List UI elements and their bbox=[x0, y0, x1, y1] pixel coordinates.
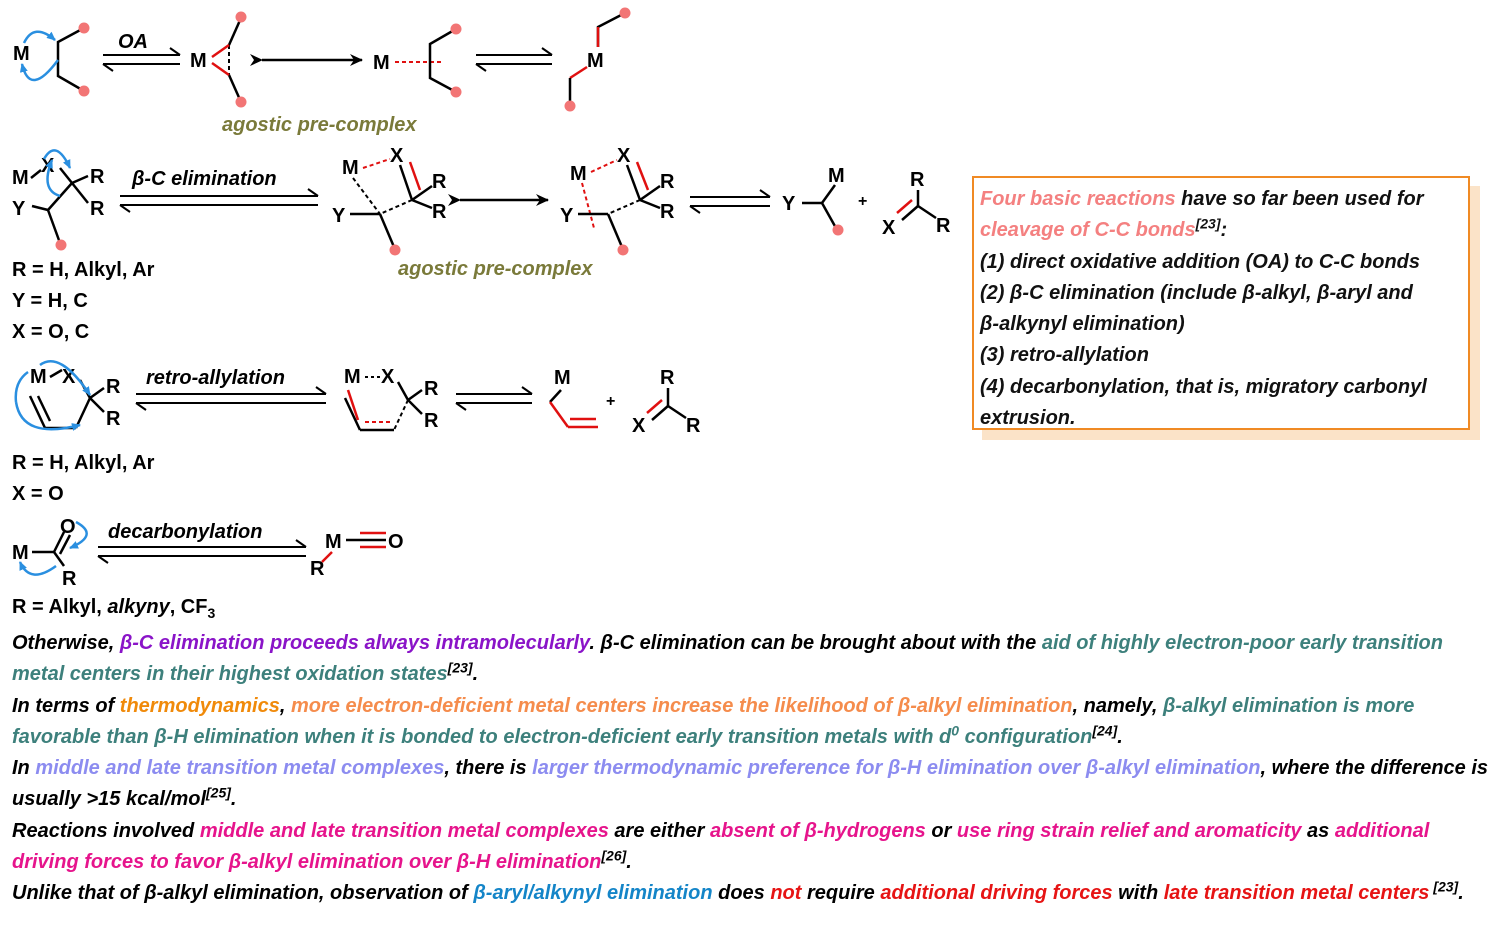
atom-r: R bbox=[660, 201, 675, 223]
r-group-line: X = O bbox=[12, 483, 64, 505]
atom-r: R bbox=[432, 201, 447, 223]
atom-x: X bbox=[882, 217, 896, 239]
r-group-line: R = H, Alkyl, Ar bbox=[12, 452, 155, 474]
summary-item: β-alkynyl elimination) bbox=[980, 313, 1185, 336]
plus-sign: + bbox=[858, 193, 867, 210]
atom-r: R bbox=[424, 410, 439, 432]
atom-r: R bbox=[910, 169, 925, 191]
electron-arrow bbox=[69, 520, 88, 550]
atom-m: M bbox=[373, 52, 390, 74]
notes-section: Otherwise, β-C elimination proceeds alwa… bbox=[12, 628, 1492, 910]
electron-arrow bbox=[14, 401, 81, 431]
atom-y: Y bbox=[782, 193, 796, 215]
note-paragraph: Reactions involved middle and late trans… bbox=[12, 819, 1430, 874]
atom-r: R bbox=[310, 558, 325, 580]
row-retro-allylation: M X R R retro-allylation M X R R bbox=[14, 360, 701, 437]
label-oa: OA bbox=[118, 31, 148, 53]
atom-m: M bbox=[828, 165, 845, 187]
electron-arrow bbox=[39, 360, 92, 396]
atom-m: M bbox=[325, 531, 342, 553]
atom-m: M bbox=[13, 43, 30, 65]
atom-x: X bbox=[390, 145, 404, 167]
electron-arrow bbox=[14, 370, 29, 403]
atom-m: M bbox=[12, 542, 29, 564]
atom-m: M bbox=[587, 50, 604, 72]
summary-item: (1) direct oxidative addition (OA) to C-… bbox=[980, 250, 1420, 273]
atom-m: M bbox=[30, 366, 47, 388]
atom-r: R bbox=[936, 215, 951, 237]
atom-x: X bbox=[617, 145, 631, 167]
note-paragraph: Unlike that of β-alkyl elimination, obse… bbox=[12, 878, 1464, 905]
atom-r: R bbox=[90, 198, 105, 220]
electron-arrow bbox=[18, 561, 57, 576]
atom-x: X bbox=[381, 366, 395, 388]
note-paragraph: In middle and late transition metal comp… bbox=[12, 757, 1489, 811]
summary-item: (3) retro-allylation bbox=[980, 344, 1149, 367]
atom-m: M bbox=[12, 167, 29, 189]
atom-y: Y bbox=[12, 198, 26, 220]
summary-item: (2) β-C elimination (include β-alkyl, β-… bbox=[980, 281, 1413, 304]
summary-line: Four basic reactions have so far been us… bbox=[980, 188, 1424, 210]
atom-x: X bbox=[632, 415, 646, 437]
summary-line: cleavage of C-C bonds[23]: bbox=[980, 215, 1228, 242]
atom-o: O bbox=[388, 531, 404, 553]
atom-y: Y bbox=[560, 205, 574, 227]
atom-r: R bbox=[90, 166, 105, 188]
atom-r: R bbox=[660, 171, 675, 193]
atom-o: O bbox=[60, 516, 76, 538]
atom-r: R bbox=[106, 408, 121, 430]
electron-arrow bbox=[42, 149, 72, 169]
atom-r: R bbox=[424, 378, 439, 400]
atom-r: R bbox=[686, 415, 701, 437]
label-agostic: agostic pre-complex bbox=[222, 114, 417, 136]
r-group-line: R = H, Alkyl, Ar bbox=[12, 259, 155, 281]
atom-y: Y bbox=[332, 205, 346, 227]
atom-r: R bbox=[62, 568, 77, 590]
r-group-list-retro: R = H, Alkyl, Ar X = O bbox=[12, 448, 154, 510]
reaction-scheme: M OA M M M agostic bbox=[12, 7, 951, 590]
label-decarbonylation: decarbonylation bbox=[108, 521, 262, 543]
r-group-line: Y = H, C bbox=[12, 290, 88, 312]
label-beta-c: β-C elimination bbox=[131, 168, 277, 190]
electron-arrow bbox=[19, 59, 60, 82]
label-agostic: agostic pre-complex bbox=[398, 258, 593, 280]
r-group-list-beta-c: R = H, Alkyl, Ar Y = H, C X = O, C bbox=[12, 255, 154, 348]
atom-r: R bbox=[660, 367, 675, 389]
atom-m: M bbox=[570, 163, 587, 185]
atom-m: M bbox=[342, 157, 359, 179]
row-oxidative-addition: M OA M M M agostic bbox=[13, 7, 631, 136]
row-beta-c-elimination: M X R R Y β-C elimination M X R R Y bbox=[12, 145, 951, 280]
r-group-line: X = O, C bbox=[12, 321, 90, 343]
r-group-line: R = Alkyl, alkyny, CF3 bbox=[12, 596, 216, 621]
atom-m: M bbox=[554, 367, 571, 389]
atom-m: M bbox=[190, 50, 207, 72]
row-decarbonylation: M O R decarbonylation M R O bbox=[12, 516, 404, 590]
plus-sign: + bbox=[606, 393, 615, 410]
electron-arrow bbox=[22, 30, 56, 44]
atom-r: R bbox=[106, 376, 121, 398]
summary-box: Four basic reactions have so far been us… bbox=[972, 176, 1470, 430]
summary-item: (4) decarbonylation, that is, migratory … bbox=[980, 375, 1427, 398]
atom-r: R bbox=[432, 171, 447, 193]
electron-arrow bbox=[45, 159, 61, 198]
summary-item: extrusion. bbox=[980, 407, 1076, 430]
note-paragraph: In terms of thermodynamics, more electro… bbox=[12, 694, 1415, 748]
label-retro-allylation: retro-allylation bbox=[146, 367, 285, 389]
atom-m: M bbox=[344, 366, 361, 388]
r-group-list-decarb: R = Alkyl, alkyny, CF3 bbox=[12, 592, 215, 623]
note-paragraph: Otherwise, β-C elimination proceeds alwa… bbox=[12, 632, 1443, 686]
